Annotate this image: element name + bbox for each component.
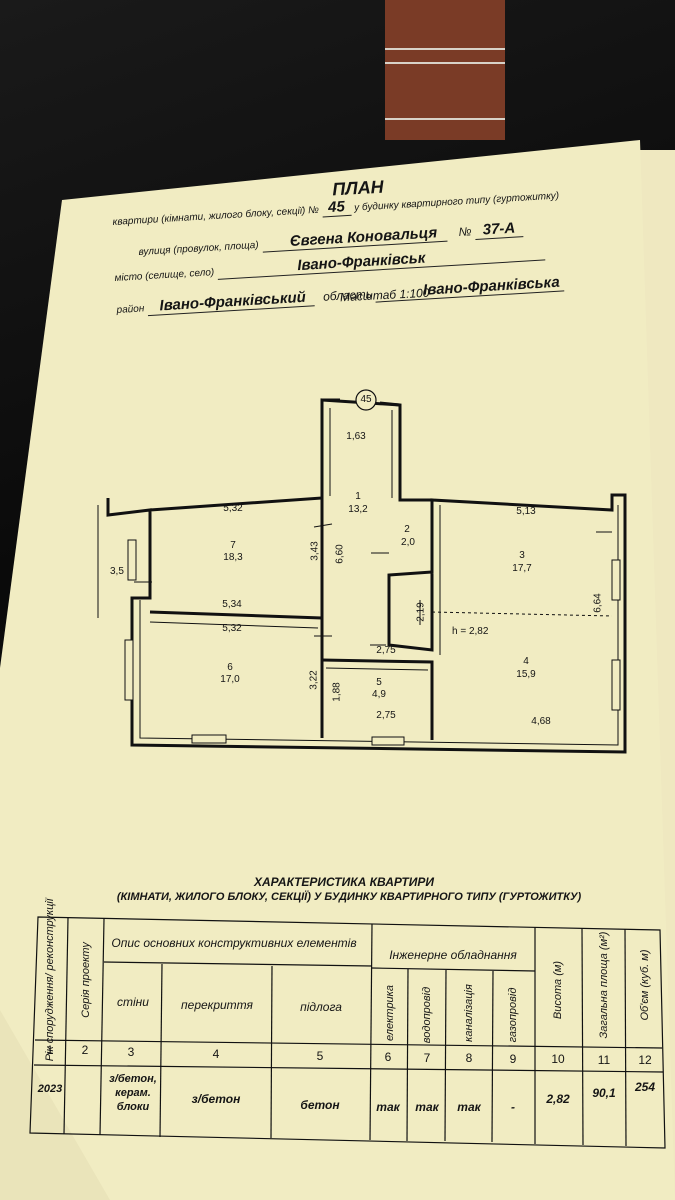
dim-5-32-top: 5,32 (223, 503, 243, 514)
dim-6-60: 6,60 (334, 544, 346, 564)
dim-2-19: 2,19 (415, 602, 427, 622)
room-number: 6 (227, 662, 233, 673)
dim-1-63: 1,63 (346, 431, 366, 442)
col-num: 3 (127, 1045, 135, 1059)
height-note: h = 2,82 (452, 626, 489, 637)
col-num: 12 (638, 1053, 652, 1067)
district-label: район (116, 303, 145, 316)
room-number: 3 (519, 550, 525, 561)
header-sewer: каналізація (463, 984, 475, 1042)
dim-3-43: 3,43 (309, 541, 321, 561)
room-area: 2,0 (401, 537, 415, 548)
col-num: 2 (81, 1043, 89, 1057)
table-grid (29, 916, 666, 1149)
header-series: Серія проекту (80, 942, 92, 1018)
dim-3-22: 3,22 (308, 670, 320, 690)
room-area: 17,7 (512, 563, 532, 574)
apartment-marker-label: 45 (360, 394, 372, 405)
header-walls: стіни (117, 995, 149, 1009)
room-number: 4 (523, 656, 529, 667)
dim-5-34: 5,34 (222, 599, 242, 610)
cell-electric: так (376, 1100, 400, 1114)
paper (0, 140, 675, 1200)
dim-5-13: 5,13 (516, 506, 536, 517)
cell-area: 90,1 (592, 1086, 616, 1100)
cell-floors: з/бетон (191, 1092, 241, 1106)
table-title: ХАРАКТЕРИСТИКА КВАРТИРИ (253, 875, 435, 889)
dim-6-64: 6,64 (592, 593, 604, 613)
col-num: 8 (465, 1051, 473, 1065)
cell-sewer: так (457, 1100, 481, 1114)
col-num: 1 (46, 1043, 54, 1057)
dim-5-32-mid: 5,32 (222, 623, 242, 634)
header-floors: перекриття (181, 998, 253, 1012)
col-num: 11 (597, 1053, 611, 1067)
room-area: 13,2 (348, 504, 368, 515)
header-height: Висота (м) (552, 960, 564, 1020)
col-num: 9 (509, 1052, 517, 1066)
col-num: 5 (316, 1049, 324, 1063)
cell-height: 2,82 (546, 1092, 570, 1106)
col-num: 4 (212, 1047, 220, 1061)
windows (124, 539, 621, 746)
col-num: 6 (384, 1050, 392, 1064)
dim-2-75-top: 2,75 (376, 645, 396, 656)
header-gas: газопровід (507, 987, 519, 1043)
brick-wall (385, 0, 505, 140)
header-year: Рік спорудження/ реконструкції (44, 898, 56, 1062)
dim-1-88: 1,88 (331, 682, 343, 702)
room-area: 18,3 (223, 552, 243, 563)
room-area: 4,9 (372, 689, 386, 700)
dim-4-68: 4,68 (531, 716, 551, 727)
dim-2-75-bot: 2,75 (376, 710, 396, 721)
room-number: 2 (404, 524, 410, 535)
header-electric: електрика (384, 985, 396, 1041)
room-area: 15,9 (516, 669, 536, 680)
col-num: 10 (551, 1052, 565, 1066)
cell-volume: 254 (634, 1080, 656, 1094)
table-subtitle: (КІМНАТИ, ЖИЛОГО БЛОКУ, СЕКЦІЇ) У БУДИНК… (116, 891, 582, 903)
header-floor: підлога (300, 1000, 342, 1014)
header-engineering: Інженерне обладнання (389, 948, 517, 962)
room-number: 7 (230, 540, 236, 551)
cell-water: так (415, 1100, 439, 1114)
paper-shadow (0, 1010, 110, 1200)
room-area: 17,0 (220, 674, 240, 685)
dim-3-5: 3,5 (110, 566, 124, 577)
room-number: 1 (355, 491, 361, 502)
cell-walls: з/бетон, керам. блоки (109, 1073, 157, 1113)
cell-gas: - (511, 1100, 515, 1114)
room-number: 5 (376, 677, 382, 688)
cell-floor: бетон (300, 1098, 340, 1112)
house-label: № (458, 224, 472, 239)
apartment-marker-circle (355, 389, 377, 411)
header-water: водопровід (421, 986, 433, 1044)
header-structure: Опис основних конструктивних елементів (111, 936, 357, 950)
header-area: Загальна площа (м²) (598, 931, 610, 1039)
cell-year: 2023 (37, 1083, 63, 1095)
header-volume: Об'єм (куб. м) (639, 949, 651, 1021)
col-num: 7 (423, 1051, 431, 1065)
apartment-number: 45 (321, 197, 352, 218)
dimension-lines (97, 505, 612, 646)
floor-plan-walls (106, 398, 627, 754)
house-value: 37-А (474, 219, 524, 240)
